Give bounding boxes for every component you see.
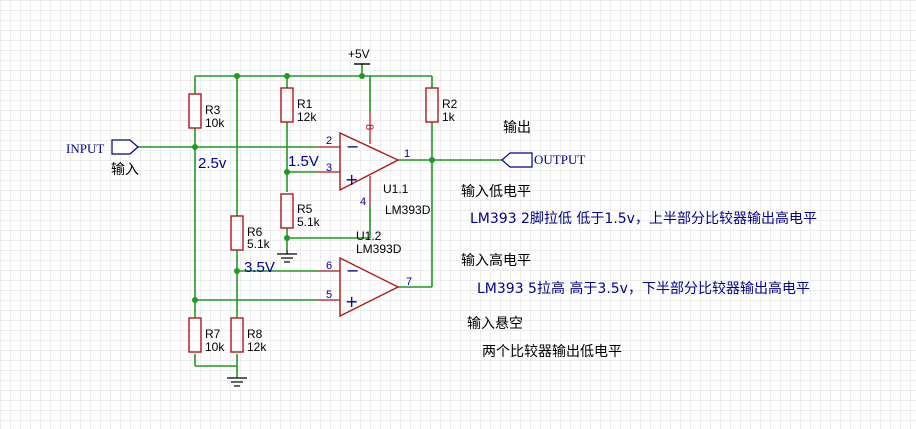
pin-number: 1 bbox=[404, 148, 410, 160]
resistor-ref: R2 bbox=[442, 97, 458, 111]
resistor-value: 5.1k bbox=[297, 215, 321, 229]
comparator-ref: U1.1 bbox=[383, 182, 409, 196]
comparator-part: LM393D bbox=[356, 242, 402, 256]
supply-label: +5V bbox=[348, 47, 370, 61]
voltage-mid-label: 2.5v bbox=[198, 155, 227, 172]
resistor-value: 1k bbox=[442, 110, 456, 124]
voltage-low-ref-label: 1.5V bbox=[288, 153, 319, 170]
resistor-ref: R1 bbox=[297, 97, 313, 111]
resistor-ref: R6 bbox=[247, 225, 263, 239]
note-high-title: 输入高电平 bbox=[461, 253, 531, 269]
input-port: INPUT bbox=[66, 139, 139, 156]
resistor-ref: R5 bbox=[297, 202, 313, 216]
note-low-desc: LM393 2脚拉低 低于1.5v，上半部分比较器输出高电平 bbox=[470, 211, 817, 227]
resistor-value: 10k bbox=[205, 116, 225, 130]
comparator-u1-1: − + 2 3 1 8 4 U1.1 LM393D bbox=[318, 112, 431, 217]
resistor-r1: R1 12k bbox=[280, 87, 317, 124]
ground-symbol bbox=[277, 250, 297, 263]
pin-number: 6 bbox=[326, 260, 332, 272]
ground-symbol bbox=[227, 377, 247, 387]
resistor-value: 12k bbox=[297, 110, 317, 124]
resistor-ref: R7 bbox=[205, 327, 221, 341]
voltage-high-ref-label: 3.5V bbox=[244, 259, 275, 276]
resistor-value: 12k bbox=[247, 340, 267, 354]
note-high-desc: LM393 5拉高 高于3.5v，下半部分比较器输出高电平 bbox=[477, 281, 810, 297]
resistor-r8: R8 12k bbox=[230, 317, 267, 354]
resistor-ref: R8 bbox=[247, 327, 263, 341]
resistor-r2: R2 1k bbox=[425, 87, 458, 124]
junctions bbox=[192, 73, 435, 303]
input-cn-label: 输入 bbox=[111, 162, 139, 178]
note-low-title: 输入低电平 bbox=[461, 184, 531, 200]
output-cn-label: 输出 bbox=[503, 120, 531, 136]
comparator-part: LM393D bbox=[385, 203, 431, 217]
resistor-r3: R3 10k bbox=[188, 93, 225, 130]
noninverting-symbol: + bbox=[345, 170, 358, 189]
pin-number: 2 bbox=[326, 135, 332, 147]
output-port-label: OUTPUT bbox=[534, 152, 585, 167]
resistor-value: 5.1k bbox=[247, 237, 271, 251]
noninverting-symbol: + bbox=[345, 292, 358, 311]
pin-number: 7 bbox=[406, 276, 412, 288]
input-port-label: INPUT bbox=[66, 141, 104, 156]
pin-number: 5 bbox=[326, 289, 332, 301]
inverting-symbol: − bbox=[346, 261, 359, 280]
note-float-title: 输入悬空 bbox=[467, 316, 523, 332]
pin-number: 4 bbox=[360, 196, 366, 208]
inverting-symbol: − bbox=[346, 137, 359, 156]
resistor-r6: R6 5.1k bbox=[230, 215, 271, 251]
resistor-value: 10k bbox=[205, 340, 225, 354]
wires bbox=[138, 64, 502, 378]
pin-number: 8 bbox=[363, 124, 375, 130]
power-symbol: +5V bbox=[348, 47, 370, 65]
pin-number: 3 bbox=[326, 162, 332, 174]
output-port: OUTPUT bbox=[501, 152, 585, 168]
note-float-desc: 两个比较器输出低电平 bbox=[482, 344, 622, 360]
resistor-r5: R5 5.1k bbox=[280, 193, 321, 229]
comparator-ref: U1.2 bbox=[356, 229, 382, 243]
resistor-r7: R7 10k bbox=[188, 317, 225, 354]
resistor-ref: R3 bbox=[205, 103, 221, 117]
comparator-u1-2: − + 6 5 7 U1.2 LM393D bbox=[318, 229, 412, 318]
